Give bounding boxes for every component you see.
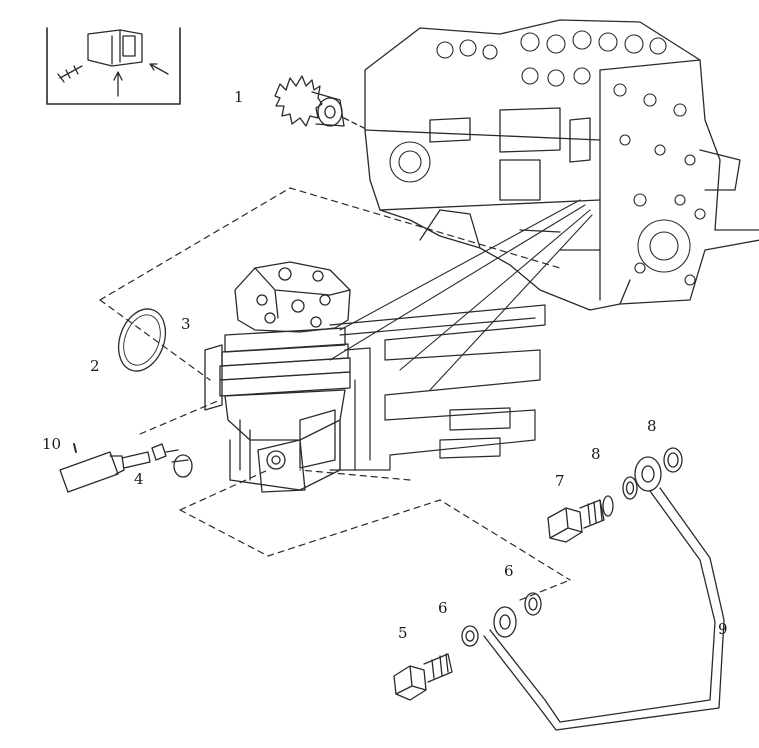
seal-washer-hole xyxy=(625,481,635,495)
gasket-ring-icon xyxy=(117,308,167,372)
banjo-bolt-icon xyxy=(393,653,453,701)
seal-washer-icon xyxy=(663,447,683,473)
pipe-icon xyxy=(483,456,725,731)
callout-7: 7 xyxy=(555,472,565,490)
seal-washer-hole xyxy=(667,452,679,468)
seal-washer-icon xyxy=(524,592,542,616)
callout-1: 1 xyxy=(234,88,244,106)
cover-plate xyxy=(329,304,546,471)
callout-4: 4 xyxy=(134,470,144,488)
sealant-tube-icon xyxy=(59,443,151,493)
callout-3: 3 xyxy=(181,315,191,333)
assembly-lines xyxy=(99,187,571,601)
arrow-icon xyxy=(57,65,83,83)
seal-washer-icon xyxy=(461,625,479,647)
callout-8a: 8 xyxy=(591,445,601,463)
seal-washer-hole xyxy=(465,630,475,642)
callout-6b: 6 xyxy=(504,562,514,580)
callout-8b: 8 xyxy=(647,417,657,435)
plug-icon xyxy=(151,443,193,478)
seal-washer-hole xyxy=(528,597,538,611)
seal-washer-icon xyxy=(602,495,614,517)
gasket-ring-inner xyxy=(123,314,161,366)
air-compressor xyxy=(204,261,351,493)
engine-block xyxy=(364,19,759,311)
callout-10: 10 xyxy=(42,435,62,453)
callout-9: 9 xyxy=(718,620,728,638)
callout-5: 5 xyxy=(398,624,408,642)
arrow-icon xyxy=(149,63,169,75)
banjo-bolt-icon xyxy=(547,499,605,543)
seal-washer-icon xyxy=(622,476,638,500)
callout-6a: 6 xyxy=(438,599,448,617)
callout-2: 2 xyxy=(90,357,100,375)
gear-icon xyxy=(274,75,369,131)
inset-detail-view xyxy=(46,27,181,105)
leader-lines xyxy=(329,199,593,391)
arrow-up-icon xyxy=(113,71,123,97)
